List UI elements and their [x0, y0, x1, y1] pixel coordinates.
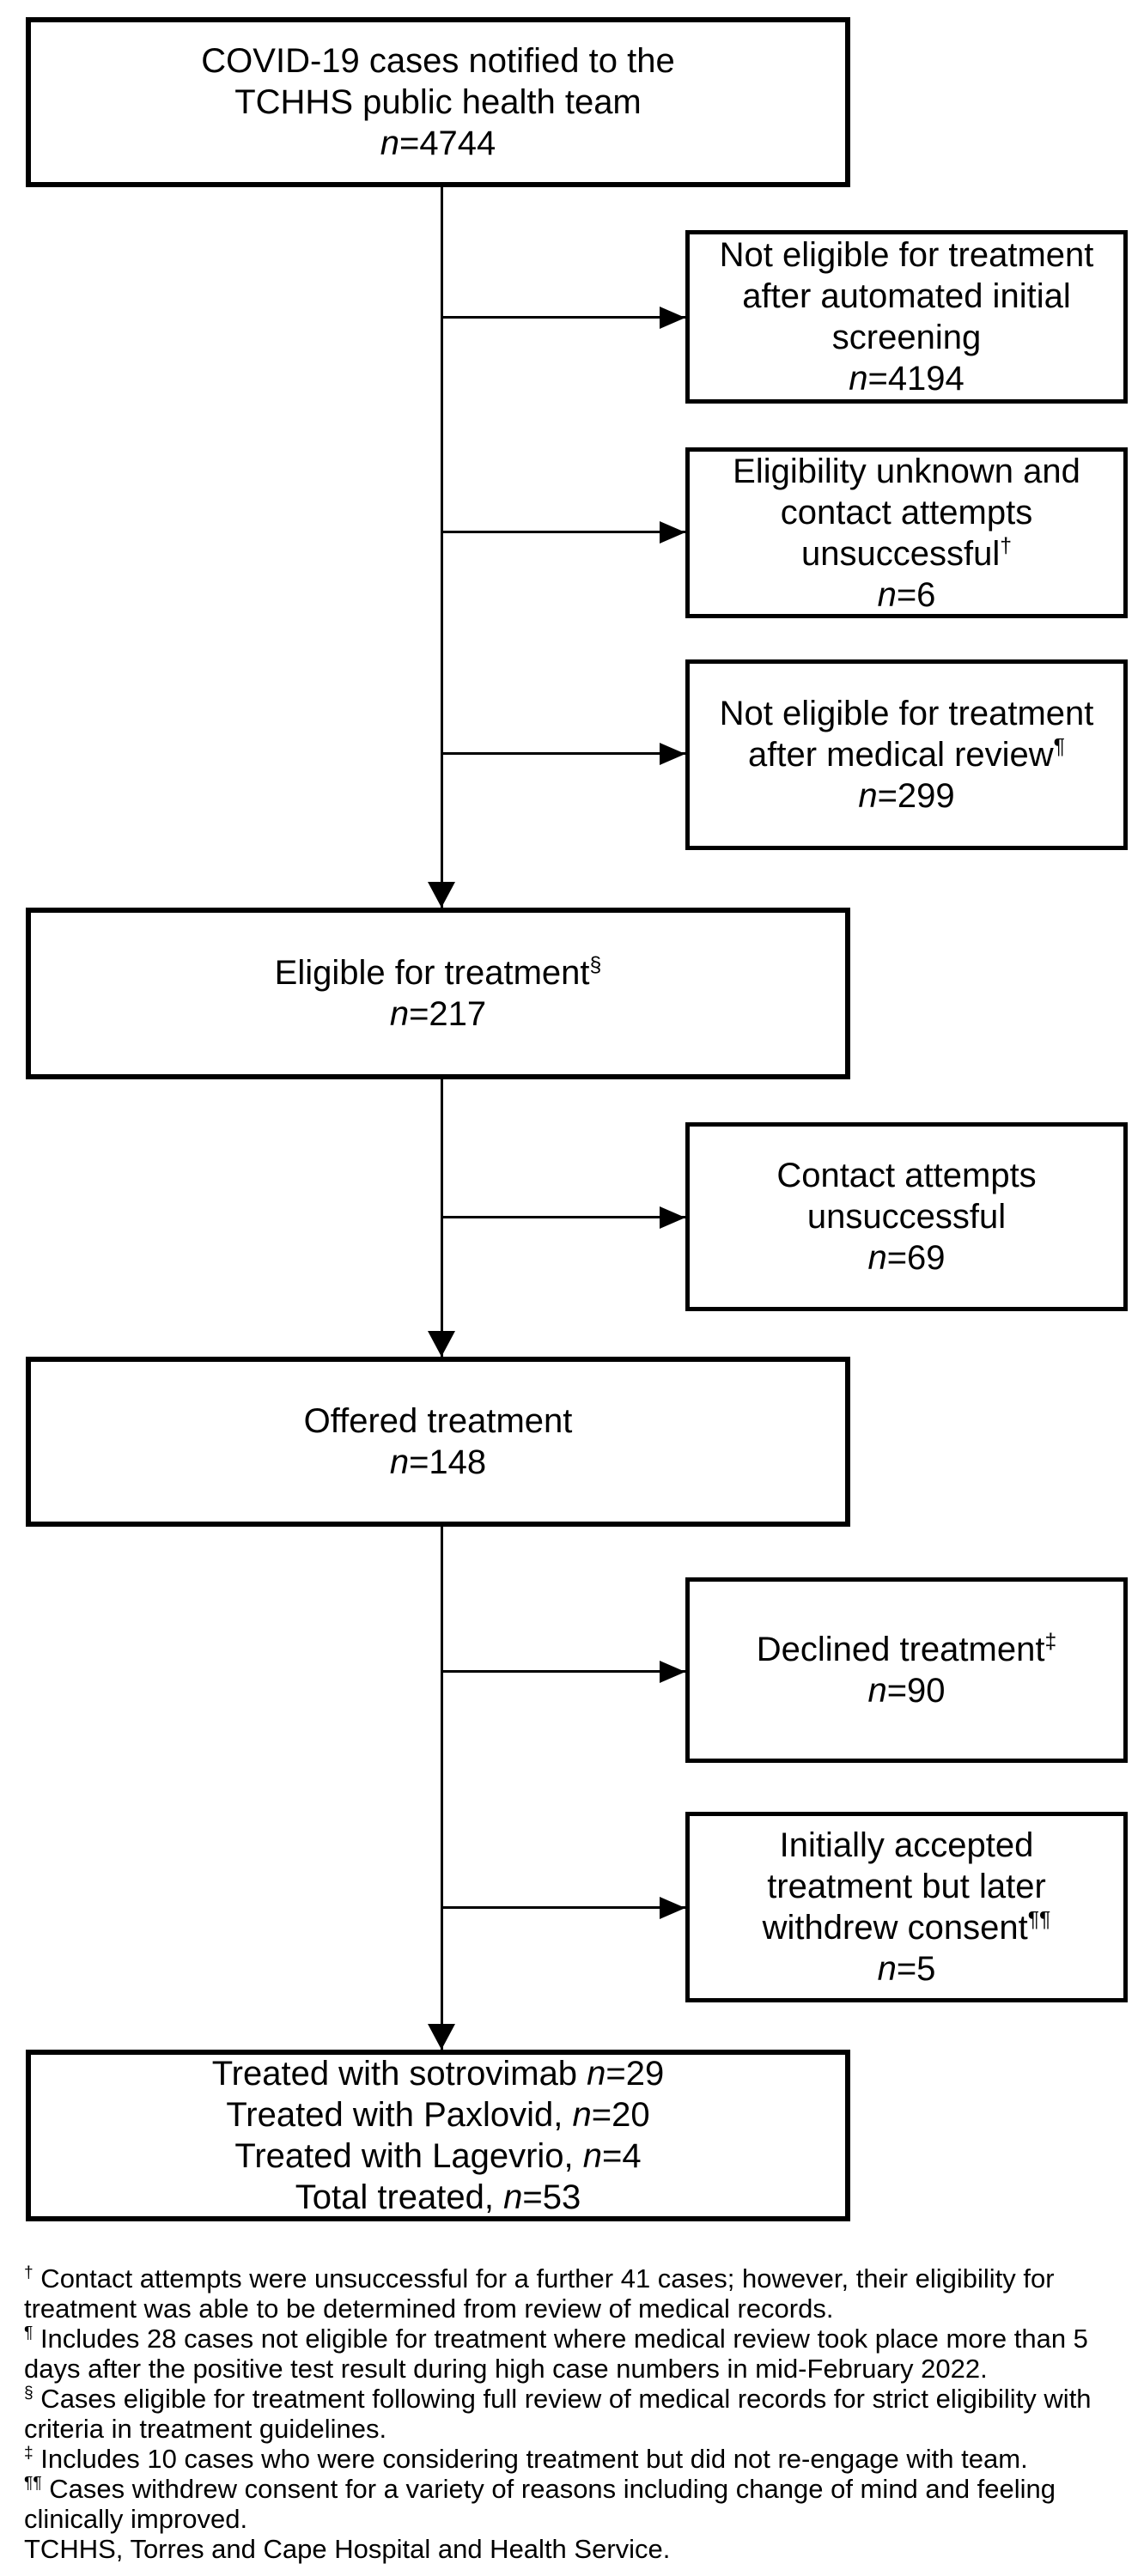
box-line: contact attempts [780, 493, 1033, 532]
footnotes: † Contact attempts were unsuccessful for… [24, 2263, 1132, 2564]
box-line: Offered treatment [303, 1402, 573, 1440]
down-arrowhead-icon [428, 882, 455, 908]
right-arrowhead-icon [660, 1661, 685, 1683]
right-arrowhead-icon [660, 1206, 685, 1229]
box-line: n=217 [389, 995, 487, 1033]
connector-horizontal-3 [441, 752, 685, 755]
box-line: Eligible for treatment§ [274, 953, 602, 992]
box-line: n=148 [389, 1443, 487, 1481]
box-line: n=90 [867, 1672, 946, 1710]
footnote-line: † Contact attempts were unsuccessful for… [24, 2263, 1055, 2324]
down-arrowhead-icon [428, 1331, 455, 1357]
box-line: Eligibility unknown and [733, 452, 1080, 490]
box-line: Initially accepted [779, 1826, 1034, 1864]
box-line: after medical review¶ [747, 735, 1065, 774]
connector-horizontal-4 [441, 1216, 685, 1218]
box-line: n=6 [877, 575, 936, 614]
box-line: treatment but later [767, 1868, 1046, 1905]
box-line: after automated initial [742, 277, 1071, 315]
connector-vertical-3 [441, 1527, 443, 2050]
connector-horizontal-1 [441, 316, 685, 319]
box-line: Not eligible for treatment [719, 236, 1094, 274]
connector-horizontal-6 [441, 1906, 685, 1909]
right-arrowhead-icon [660, 307, 685, 329]
flow-box-eligible: Eligible for treatment§n=217 [26, 908, 850, 1079]
box-line: Declined treatment‡ [756, 1630, 1057, 1668]
footnote-line: TCHHS, Torres and Cape Hospital and Heal… [24, 2534, 671, 2564]
box-line: Treated with Paxlovid, n=20 [226, 2096, 650, 2134]
right-arrowhead-icon [660, 521, 685, 544]
box-line: n=5 [877, 1950, 936, 1988]
box-line: unsuccessful† [800, 534, 1013, 573]
right-arrowhead-icon [660, 1897, 685, 1919]
box-line: withdrew consent¶¶ [762, 1908, 1051, 1947]
box-line: TCHHS public health team [234, 83, 642, 121]
box-line: Treated with Lagevrio, n=4 [234, 2137, 642, 2175]
box-line: COVID-19 cases notified to the [201, 42, 675, 80]
box-line: Contact attempts [776, 1157, 1037, 1194]
connector-vertical-1 [441, 187, 443, 908]
flow-box-declined-treatment: Declined treatment‡ n=90 [685, 1577, 1128, 1763]
connector-horizontal-2 [441, 531, 685, 533]
footnote-line: ‡ Includes 10 cases who were considering… [24, 2444, 1028, 2474]
box-line: n=69 [867, 1239, 946, 1277]
box-line: n=299 [858, 777, 955, 815]
footnote-line: ¶ Includes 28 cases not eligible for tre… [24, 2324, 1088, 2384]
right-arrowhead-icon [660, 743, 685, 765]
box-line: unsuccessful [806, 1198, 1007, 1236]
box-line: screening [831, 319, 982, 356]
footnote-line: ¶¶ Cases withdrew consent for a variety … [24, 2474, 1056, 2534]
box-line: Treated with sotrovimab n=29 [211, 2055, 665, 2093]
box-line: Total treated, n=53 [295, 2178, 581, 2216]
connector-horizontal-5 [441, 1670, 685, 1673]
box-line: Not eligible for treatment [719, 695, 1094, 732]
box-line: n=4744 [380, 125, 496, 162]
down-arrowhead-icon [428, 2024, 455, 2050]
box-line: n=4194 [849, 360, 964, 398]
footnote-line: § Cases eligible for treatment following… [24, 2384, 1092, 2444]
